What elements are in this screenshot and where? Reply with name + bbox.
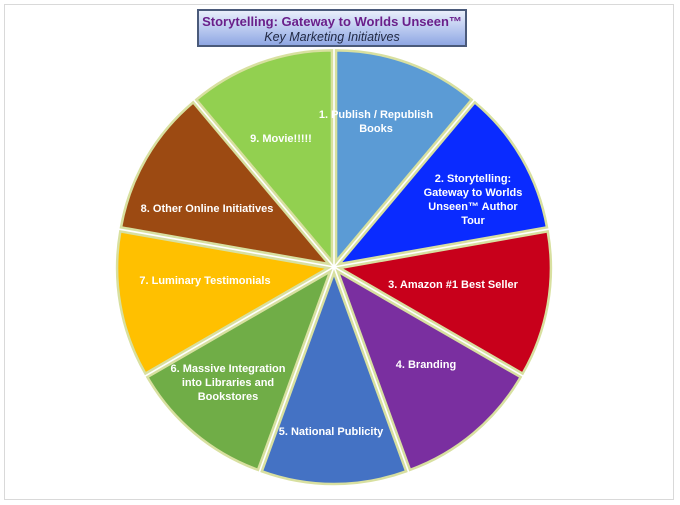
pie-slice-6	[145, 268, 333, 472]
chart-title: Storytelling: Gateway to Worlds Unseen™	[202, 14, 462, 29]
pie-slice-3	[336, 229, 553, 376]
pie-slice-8	[119, 100, 332, 266]
pie-slice-label-3: 3. Amazon #1 Best Seller	[388, 279, 519, 291]
pie-slice-9	[194, 49, 334, 265]
pie-slices	[115, 49, 553, 486]
pie-slice-label-7: 7. Luminary Testimonials	[139, 275, 270, 287]
chart-subtitle: Key Marketing Initiatives	[264, 30, 400, 44]
pie-slice-label-8: 8. Other Online Initiatives	[141, 203, 274, 215]
pie-slice-7	[115, 229, 332, 376]
pie-slice-label-4: 4. Branding	[396, 359, 457, 371]
pie-slice-label-9: 9. Movie!!!!!	[250, 133, 312, 145]
pie-slice-label-5: 5. National Publicity	[279, 426, 384, 438]
pie-slice-5	[260, 269, 408, 486]
pie-slice-4	[335, 268, 523, 472]
chart-title-box: Storytelling: Gateway to Worlds Unseen™ …	[197, 9, 467, 47]
pie-slice-2	[336, 100, 549, 266]
pie-slice-1	[334, 49, 474, 265]
